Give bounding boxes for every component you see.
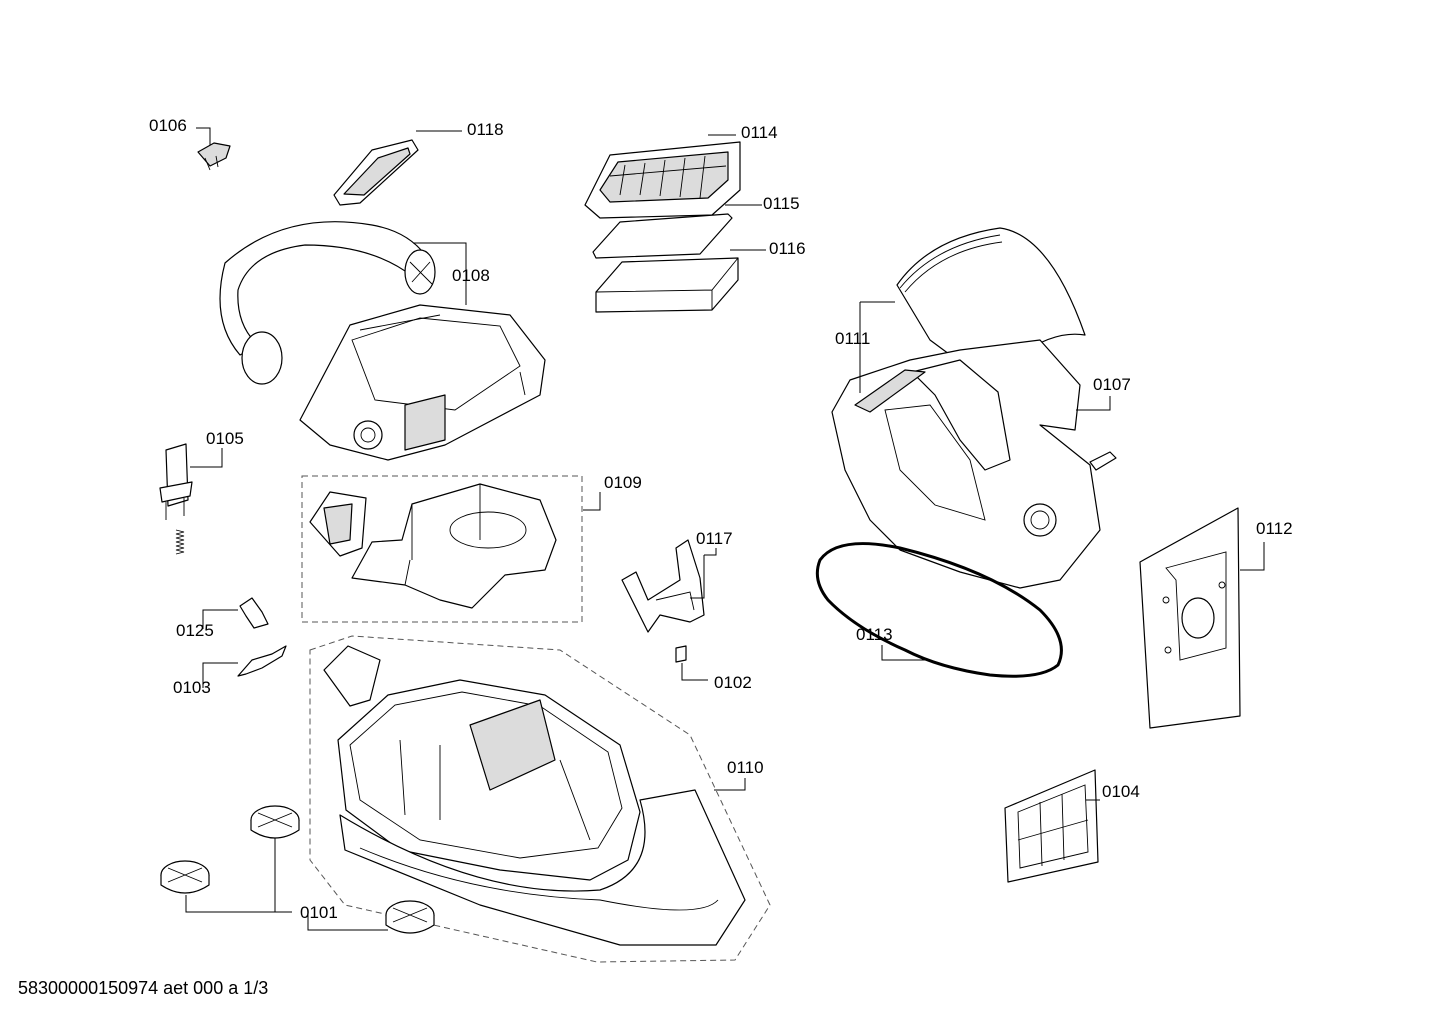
callout-0102: 0102	[714, 673, 752, 692]
part-0104-exhaust-filter	[1004, 769, 1099, 883]
part-0108-upper-housing	[299, 304, 546, 461]
callout-0109: 0109	[604, 473, 642, 492]
callout-labels: 0106 0118 0114 0115 0116 0108 0111 0107 …	[149, 116, 1293, 922]
castor-wheel-left	[160, 860, 210, 894]
callout-0113: 0113	[856, 625, 893, 644]
part-0111-lid	[896, 227, 1086, 389]
castor-wheel-top	[250, 805, 300, 839]
part-0106-clip	[197, 142, 231, 171]
callout-0101: 0101	[300, 903, 338, 922]
leader-lines	[185, 127, 1265, 931]
part-0105-pin-spring	[159, 443, 193, 555]
callout-0106: 0106	[149, 116, 187, 135]
part-0116-filter-pad	[595, 257, 739, 313]
part-0125-clip	[239, 597, 269, 629]
part-0108-carrying-handle	[219, 221, 436, 385]
part-0113-seal-ring	[815, 542, 1063, 678]
part-0101-castor-wheels	[160, 805, 435, 934]
part-0115-filter-mat	[592, 213, 733, 259]
part-0112-dust-bag	[1139, 507, 1241, 729]
callout-0125: 0125	[176, 621, 214, 640]
part-0114-filter-frame	[584, 141, 741, 219]
part-0102-seal	[675, 645, 687, 663]
callout-0115: 0115	[763, 194, 800, 213]
callout-0116: 0116	[769, 239, 806, 258]
part-0117-bracket	[621, 539, 705, 633]
callout-0107: 0107	[1093, 375, 1131, 394]
callout-0112: 0112	[1256, 519, 1293, 538]
part-0107-body	[831, 339, 1117, 589]
group-box-0109	[301, 475, 583, 623]
callout-0108: 0108	[452, 266, 490, 285]
callout-0104: 0104	[1102, 782, 1140, 801]
castor-wheel-bottom	[385, 900, 435, 934]
callout-0117: 0117	[696, 529, 733, 548]
callout-0114: 0114	[741, 123, 778, 142]
part-0103-latch	[237, 645, 287, 677]
callout-0111: 0111	[835, 329, 870, 348]
callout-0103: 0103	[173, 678, 211, 697]
callout-0110: 0110	[727, 758, 764, 777]
document-code: 58300000150974 aet 000 a 1/3	[18, 978, 269, 998]
part-0109-insert	[309, 483, 557, 609]
part-0110-base-housing	[323, 645, 746, 946]
part-0118-handle-cover	[333, 139, 419, 206]
callout-0118: 0118	[467, 120, 504, 139]
callout-0105: 0105	[206, 429, 244, 448]
